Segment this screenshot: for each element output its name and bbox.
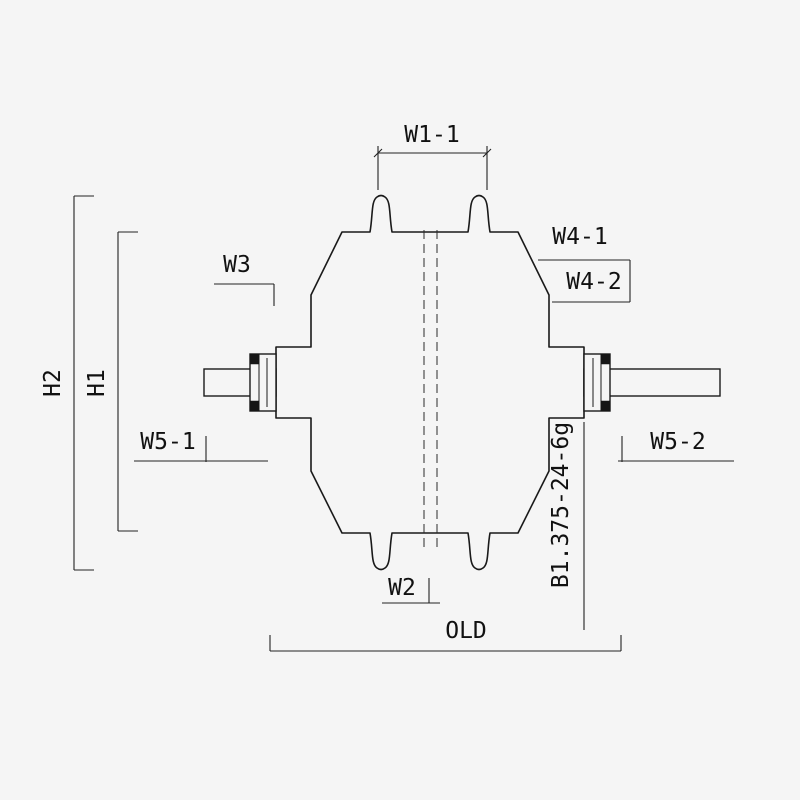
right-locknut-seal-bottom <box>600 400 611 412</box>
left-locknut-seal-bottom <box>249 400 260 412</box>
hub-body <box>275 194 585 571</box>
dim-label-w2: W2 <box>388 575 416 601</box>
dim-old: OLD <box>269 618 622 652</box>
dim-w1-1: W1-1 <box>373 122 492 190</box>
dim-w4-2: W4-2 <box>552 269 630 303</box>
dim-w5-2: W5-2 <box>618 429 734 462</box>
right-locknut-assembly <box>583 353 611 412</box>
dim-label-h2: H2 <box>40 369 66 397</box>
dim-label-w5-2: W5-2 <box>650 429 705 455</box>
dim-h1: H1 <box>84 231 138 532</box>
dim-label-h1: H1 <box>84 369 110 397</box>
hub-outline <box>275 194 585 571</box>
dim-tick <box>373 148 383 158</box>
left-locknut-assembly <box>249 353 277 412</box>
right-locknut-seal-top <box>600 353 611 365</box>
dim-label-thread: B1.375-24-6g <box>548 422 574 588</box>
dim-tick <box>482 148 492 158</box>
dim-thread: B1.375-24-6g <box>548 422 585 630</box>
dim-label-old: OLD <box>445 618 487 644</box>
dim-w4-1: W4-1 <box>538 224 631 302</box>
dim-label-w1-1: W1-1 <box>404 122 459 148</box>
dim-h2: H2 <box>40 195 94 571</box>
left-locknut-seal-top <box>249 353 260 365</box>
dim-label-w3: W3 <box>223 252 251 278</box>
dim-w5-1: W5-1 <box>134 429 268 462</box>
dim-label-w5-1: W5-1 <box>140 429 195 455</box>
dim-w2: W2 <box>382 575 440 604</box>
centerlines <box>423 230 438 552</box>
dim-w3: W3 <box>214 252 275 306</box>
dim-label-w4-2: W4-2 <box>566 269 621 295</box>
dim-label-w4-1: W4-1 <box>552 224 607 250</box>
